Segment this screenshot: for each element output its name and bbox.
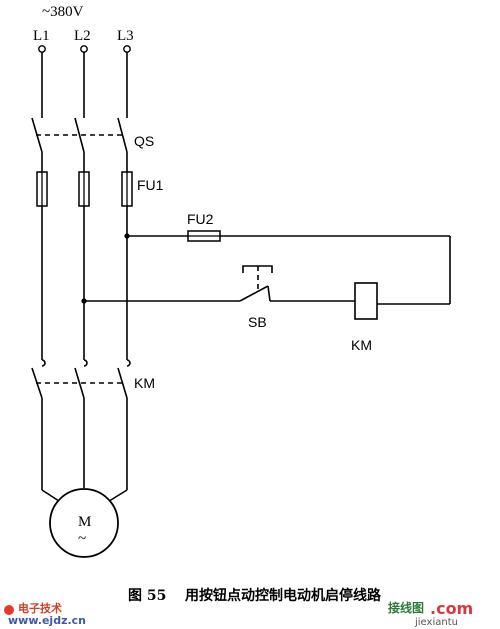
km-contacts-label: KM <box>134 375 155 391</box>
terminal-l2-icon <box>80 45 88 53</box>
motor-letter: M <box>78 514 91 530</box>
watermark-logo-icon <box>4 605 14 615</box>
km-coil-label: KM <box>351 337 372 353</box>
phase-wires-bottom <box>41 398 128 504</box>
figure-number: 图 55 <box>128 588 166 604</box>
watermark-right-com: .com <box>430 599 473 618</box>
phase-wires-middle <box>41 206 128 360</box>
control-circuit-wires <box>84 235 451 305</box>
watermark-left-url: www.ejdz.cn <box>8 614 86 627</box>
terminal-l3-icon <box>123 45 131 53</box>
motor-ac-symbol: ~ <box>78 531 86 547</box>
motor-icon <box>49 488 119 558</box>
watermark-left-brand: 电子技术 <box>18 601 62 615</box>
figure-title: 用按钮点动控制电动机启停线路 <box>185 587 382 604</box>
supply-voltage-label: ~380V <box>42 4 84 20</box>
left-watermark: 电子技术 www.ejdz.cn <box>4 601 86 627</box>
watermark-right-brand: 接线图 <box>388 600 424 615</box>
watermark-right-url: jiexiantu <box>414 617 458 628</box>
phase-label-l3: L3 <box>117 28 134 44</box>
km-contacts-icon <box>31 359 131 399</box>
sb-pushbutton-icon <box>239 265 273 302</box>
right-watermark: 接线图 .com jiexiantu <box>388 599 473 628</box>
phase-wires-top <box>41 52 128 118</box>
sb-label: SB <box>248 314 267 330</box>
fu1-label: FU1 <box>137 177 164 193</box>
km-coil-icon <box>354 282 378 320</box>
terminal-l1-icon <box>38 45 46 53</box>
qs-switch-icon <box>31 117 128 172</box>
phase-label-l1: L1 <box>33 28 50 44</box>
fu2-label: FU2 <box>187 211 214 227</box>
qs-label: QS <box>134 133 154 149</box>
fu1-fuses-icon <box>36 171 133 207</box>
phase-label-l2: L2 <box>74 28 91 44</box>
